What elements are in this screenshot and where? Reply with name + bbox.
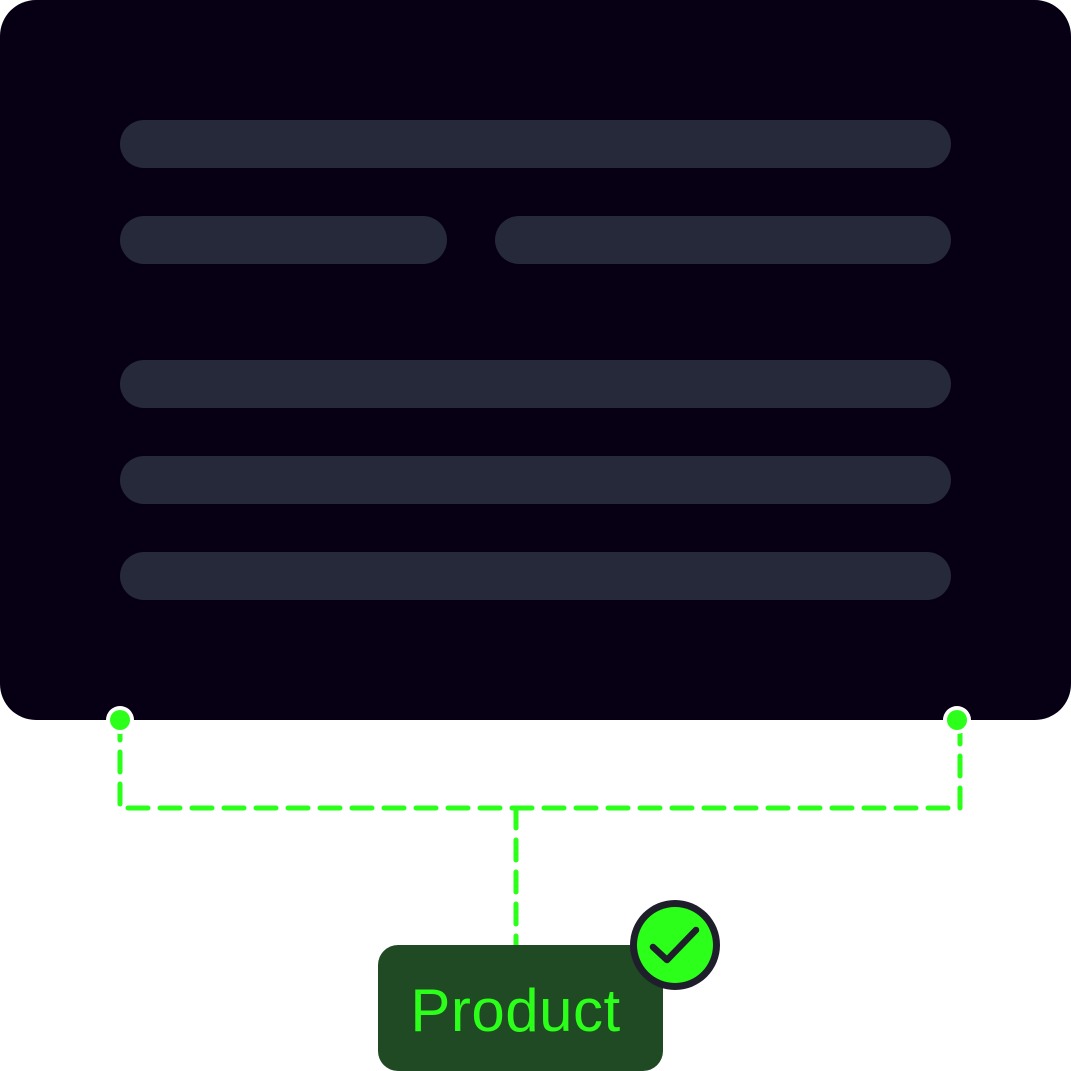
product-tag: Product — [378, 945, 663, 1071]
field-placeholder-2b — [495, 216, 951, 264]
field-placeholder-3 — [120, 360, 951, 408]
field-placeholder-2a — [120, 216, 447, 264]
form-card — [0, 0, 1071, 720]
field-placeholder-5 — [120, 552, 951, 600]
field-placeholder-1 — [120, 120, 951, 168]
field-placeholder-4 — [120, 456, 951, 504]
check-circle-icon — [630, 900, 720, 990]
bracket-line — [117, 717, 963, 811]
product-tag-label: Product — [410, 976, 621, 1044]
